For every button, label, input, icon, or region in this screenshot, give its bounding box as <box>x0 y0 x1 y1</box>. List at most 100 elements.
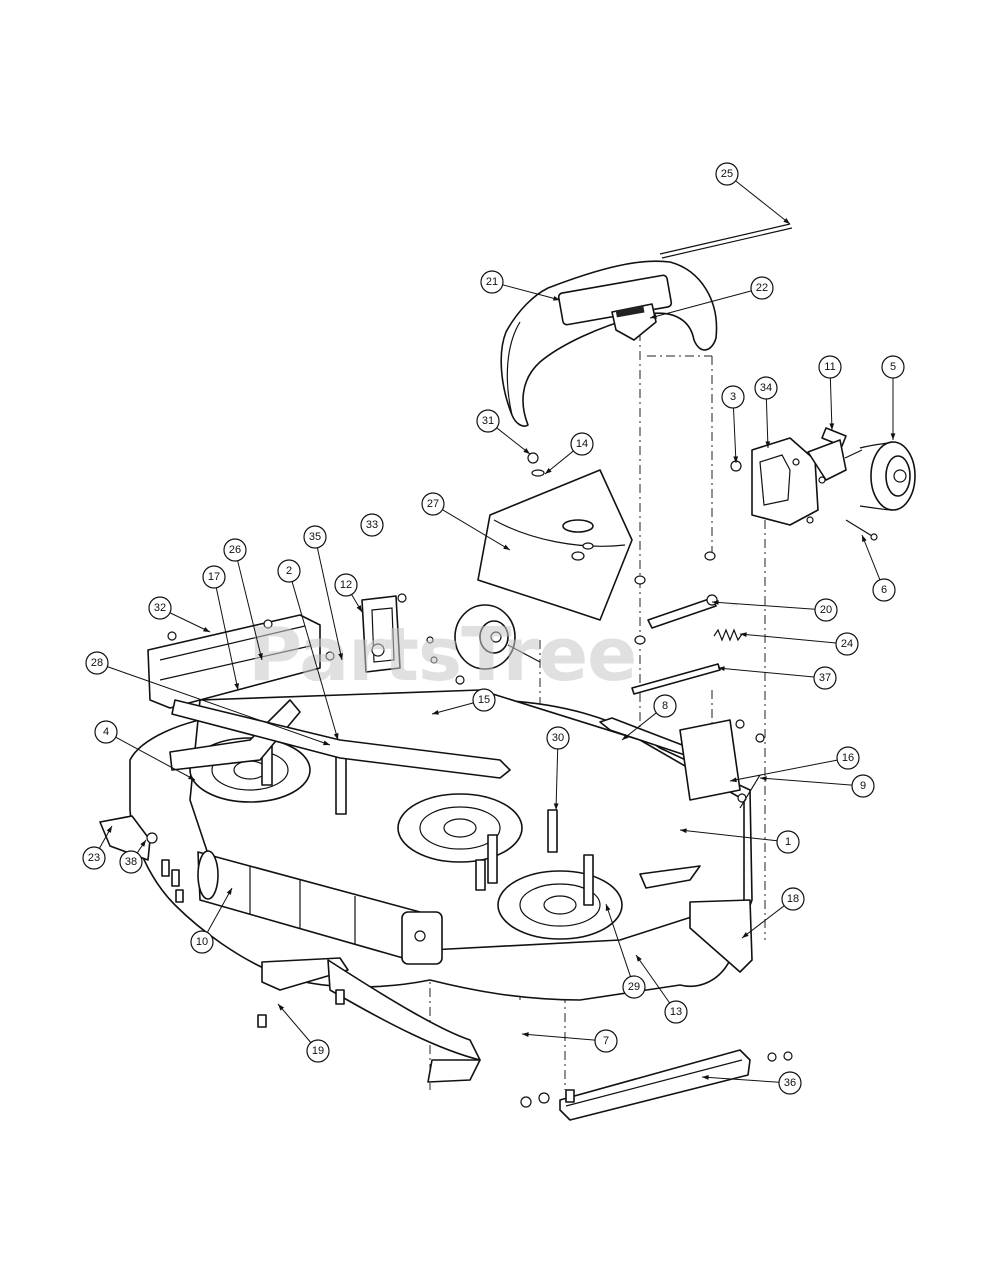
callout-number: 16 <box>842 752 854 764</box>
callout-arrowhead <box>338 653 343 660</box>
callout-arrowhead <box>523 448 530 454</box>
callout-leader <box>635 954 671 1004</box>
callout-number: 7 <box>603 1035 609 1047</box>
callout-5: 5 <box>881 355 905 440</box>
callout-leader <box>829 377 833 431</box>
callout-arrowhead <box>258 653 263 660</box>
bracket-12 <box>361 593 465 685</box>
rod-25 <box>659 223 791 255</box>
callout-34: 34 <box>754 376 778 449</box>
callout-number: 22 <box>756 282 768 294</box>
linkage-arm <box>171 699 511 779</box>
callout-arrowhead <box>740 632 747 638</box>
callout-number: 20 <box>820 604 832 616</box>
callout-leader <box>679 829 778 842</box>
callout-leader <box>765 398 769 449</box>
callout-16: 16 <box>729 746 860 783</box>
callout-circle <box>813 666 837 690</box>
callout-arrowhead <box>553 295 560 301</box>
callout-7: 7 <box>521 1029 618 1053</box>
callout-circle <box>94 720 118 744</box>
callout-arrowhead <box>356 605 362 612</box>
callout-arrowhead <box>333 733 339 740</box>
callout-number: 4 <box>103 726 109 738</box>
callout-arrowhead <box>733 456 739 463</box>
callout-leader <box>555 748 559 811</box>
callout-arrowhead <box>553 803 559 810</box>
callout-circle <box>653 694 677 718</box>
callout-number: 18 <box>787 893 799 905</box>
callout-number: 21 <box>486 276 498 288</box>
callout-leader <box>442 509 511 551</box>
callout-circle <box>721 385 745 409</box>
callout-4: 4 <box>94 720 196 781</box>
callout-29: 29 <box>605 903 646 999</box>
callout-circle <box>872 578 896 602</box>
svg-text:PartsTree: PartsTree <box>248 612 636 698</box>
callout-arrowhead <box>712 600 719 605</box>
callout-number: 10 <box>196 936 208 948</box>
callout-number: 32 <box>154 602 166 614</box>
callout-23: 23 <box>82 825 113 870</box>
callout-circle <box>814 598 838 622</box>
callout-arrowhead <box>730 777 737 783</box>
callout-leader <box>621 712 657 741</box>
callout-number: 26 <box>229 544 241 556</box>
callout-31: 31 <box>476 409 531 455</box>
rear-bracket <box>147 614 335 709</box>
callout-arrowhead <box>545 467 552 474</box>
callout-number: 24 <box>841 638 853 650</box>
callout-18: 18 <box>741 887 805 939</box>
callout-leader <box>291 581 339 741</box>
callout-arrowhead <box>622 734 629 740</box>
callout-circle <box>119 850 143 874</box>
callout-circle <box>82 846 106 870</box>
callout-37: 37 <box>717 666 837 690</box>
callout-leader <box>741 905 785 939</box>
callout-circle <box>754 376 778 400</box>
callout-number: 37 <box>819 672 831 684</box>
callout-arrowhead <box>106 826 112 833</box>
callout-number: 15 <box>478 694 490 706</box>
callout-number: 11 <box>824 361 835 373</box>
callout-circle <box>277 559 301 583</box>
callout-arrowhead <box>783 218 790 224</box>
callout-22: 22 <box>649 276 774 319</box>
callout-circle <box>148 596 172 620</box>
callout-arrowhead <box>862 535 867 542</box>
callout-number: 38 <box>125 856 137 868</box>
callout-19: 19 <box>277 1003 330 1063</box>
callout-circle <box>85 651 109 675</box>
callout-number: 29 <box>628 981 640 993</box>
callout-circle <box>836 746 860 770</box>
callout-leader <box>861 534 881 580</box>
callout-number: 8 <box>662 700 668 712</box>
deck-pulley <box>454 604 541 670</box>
callout-circle <box>835 632 859 656</box>
callout-32: 32 <box>148 596 211 633</box>
callout-9: 9 <box>759 774 875 798</box>
callout-leader <box>521 1033 596 1041</box>
callout-24: 24 <box>739 632 859 656</box>
callout-17: 17 <box>202 565 239 691</box>
callout-leader <box>733 407 737 464</box>
callout-circle <box>360 513 384 537</box>
callout-11: 11 <box>818 355 842 431</box>
callout-leader <box>735 180 791 225</box>
callout-circle <box>202 565 226 589</box>
callout-number: 35 <box>309 531 321 543</box>
callout-circle <box>664 1000 688 1024</box>
callout-arrowhead <box>188 774 195 780</box>
baffle-19 <box>257 957 481 1083</box>
callout-35: 35 <box>303 525 343 661</box>
linkage-8-bracket-16 <box>599 717 765 809</box>
callout-3: 3 <box>721 385 745 464</box>
callout-leader <box>496 427 531 455</box>
callout-8: 8 <box>621 694 677 741</box>
callout-circle <box>476 409 500 433</box>
callout-arrowhead <box>432 709 439 715</box>
callout-circle <box>781 887 805 911</box>
callout-leader <box>701 1076 780 1083</box>
